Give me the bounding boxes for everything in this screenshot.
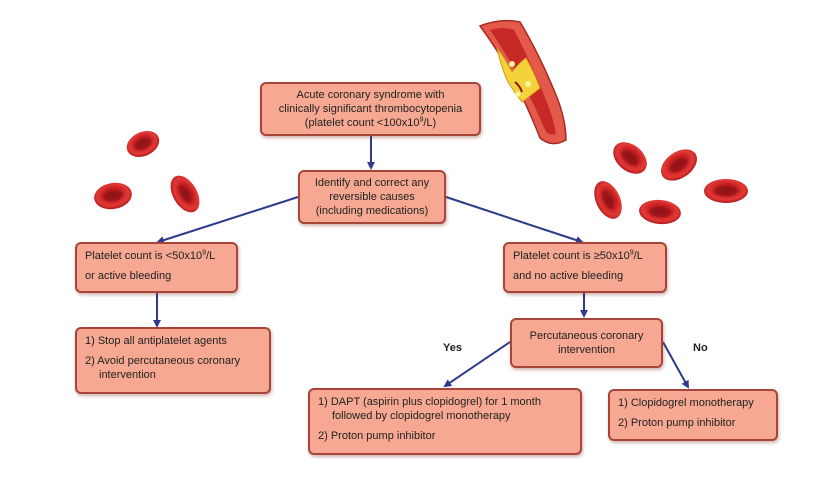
node-low-platelet: Platelet count is <50x109/L or active bl… (75, 242, 238, 293)
node-text: clinically significant thrombocytopenia (278, 103, 463, 115)
node-text: Percutaneous coronary (529, 330, 644, 342)
node-text: 1) Stop all antiplatelet agents (85, 335, 227, 347)
arrow-pci-to-mono (662, 341, 689, 389)
node-text: Acute coronary syndrome with (296, 89, 445, 101)
node-stop-antiplatelet: 1) Stop all antiplatelet agents 2) Avoid… (75, 327, 271, 394)
red-blood-cell-icon (639, 199, 681, 225)
node-text: Identify and correct any (314, 177, 430, 189)
node-text: 2) Avoid percutaneous coronary (85, 355, 241, 367)
artery-plaque-icon (478, 19, 567, 145)
edge-label-no: No (693, 342, 708, 354)
red-blood-cell-icon (126, 130, 160, 158)
node-text: 2) Proton pump inhibitor (618, 417, 736, 429)
node-text: 1) Clopidogrel monotherapy (618, 397, 754, 409)
node-text: reversible causes (329, 191, 415, 203)
node-text: and no active bleeding (513, 270, 624, 282)
node-text: Platelet count is ≥50x109/L (513, 249, 643, 262)
arrow-identify-to-low (156, 196, 299, 244)
node-text: intervention (99, 369, 156, 381)
node-acs-thrombocytopenia: Acute coronary syndrome with clinically … (260, 82, 481, 136)
node-text: 2) Proton pump inhibitor (318, 430, 436, 442)
node-high-platelet: Platelet count is ≥50x109/L and no activ… (503, 242, 667, 293)
node-identify-reversible-causes: Identify and correct any reversible caus… (298, 170, 446, 224)
red-blood-cell-icon (94, 182, 132, 210)
node-clopidogrel-mono: 1) Clopidogrel monotherapy 2) Proton pum… (608, 389, 778, 441)
edge-label-yes: Yes (443, 342, 462, 354)
red-blood-cell-icon (704, 179, 748, 203)
red-blood-cell-icon (170, 175, 200, 213)
node-pci-decision: Percutaneous coronary intervention (510, 318, 663, 368)
node-text: Platelet count is <50x109/L (85, 249, 216, 262)
node-text: followed by clopidogrel monotherapy (332, 410, 511, 422)
node-text: (platelet count <100x109/L) (304, 116, 437, 129)
node-text: intervention (558, 344, 615, 356)
red-blood-cell-icon (660, 149, 698, 181)
node-text: (including medications) (315, 205, 429, 217)
arrow-identify-to-high (445, 196, 584, 244)
node-text: 1) DAPT (aspirin plus clopidogrel) for 1… (318, 396, 541, 408)
red-blood-cell-icon (594, 181, 622, 219)
node-text: or active bleeding (85, 270, 172, 282)
red-blood-cell-icon (613, 142, 647, 174)
node-dapt: 1) DAPT (aspirin plus clopidogrel) for 1… (308, 388, 582, 455)
arrow-pci-to-dapt (443, 341, 511, 388)
